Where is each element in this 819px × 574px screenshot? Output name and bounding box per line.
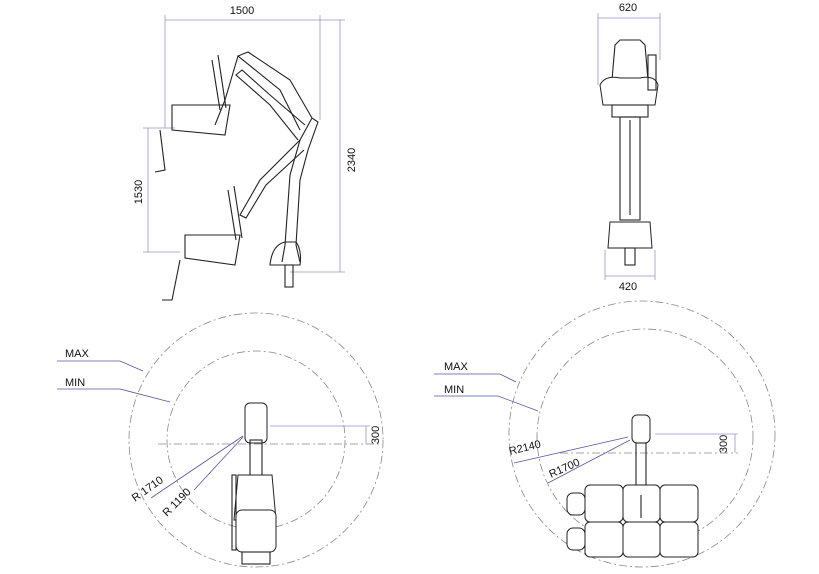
max-reach-circle	[508, 300, 776, 568]
lift-plan-right	[631, 414, 651, 486]
top-width-dimension: 620	[597, 2, 661, 85]
r-min-label-left: R 1190	[161, 486, 194, 519]
side-view: 1500 1530 2340	[133, 5, 358, 301]
lift-front-drawing	[599, 39, 659, 266]
width-dimension: 1500	[164, 5, 321, 128]
plan-view-right: MAX MIN R2140 R1700 300	[434, 300, 776, 568]
max-label-left: MAX	[65, 348, 90, 360]
offset-label-right: 300	[718, 435, 730, 453]
lift-side-drawing	[154, 51, 319, 301]
seat-travel-label: 1530	[133, 180, 145, 204]
r-min-label-right: R1700	[547, 457, 581, 481]
min-reach-circle	[536, 328, 754, 546]
base-width-label: 420	[619, 281, 637, 293]
base-width-dimension: 420	[604, 250, 656, 293]
r-max-label-right: R2140	[508, 438, 542, 457]
max-reach-circle	[128, 312, 384, 568]
min-label-left: MIN	[65, 377, 85, 389]
height-label: 2340	[346, 148, 358, 172]
side-width-label: 1500	[230, 5, 254, 17]
offset-label-left: 300	[370, 426, 382, 444]
front-view: 620 420	[597, 2, 661, 293]
top-width-label: 620	[619, 2, 637, 14]
lift-plan-left	[231, 402, 277, 565]
stool-blocks	[566, 484, 699, 558]
min-label-right: MIN	[444, 384, 464, 396]
plan-view-left: MAX MIN R 1710 R 1190 300	[57, 312, 384, 568]
max-label-right: MAX	[444, 361, 469, 373]
height-dimension: 2340	[290, 19, 358, 273]
seat-travel-dimension: 1530	[133, 127, 180, 253]
